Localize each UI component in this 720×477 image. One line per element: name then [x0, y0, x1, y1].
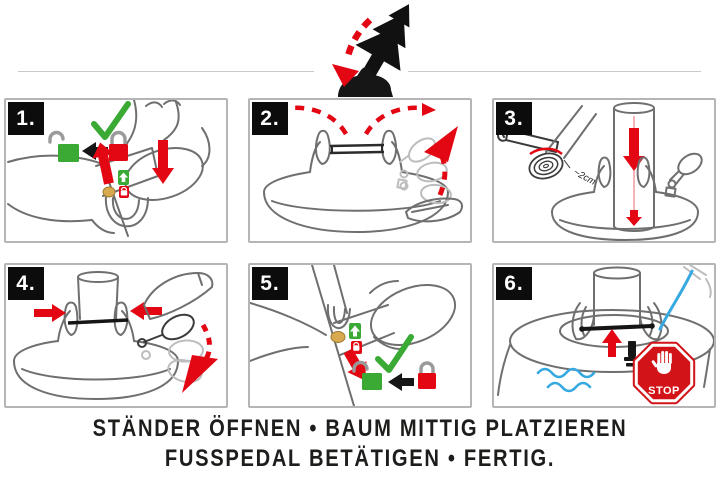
pedal-outline — [664, 152, 703, 198]
step-6-illustration: STOP — [497, 265, 714, 405]
hero-illustration — [332, 4, 410, 97]
step-5-panel: 5. — [248, 263, 472, 408]
clamp-icon — [571, 302, 663, 341]
water-waves-icon — [536, 367, 596, 393]
dashed-arrow-down-icon — [182, 323, 218, 393]
step-3-illustration: ~2cm — [497, 102, 703, 241]
closed-padlock-icon — [418, 361, 436, 389]
checkmark-icon — [91, 101, 131, 140]
step-1-illustration — [7, 100, 211, 237]
step-2-panel: 2. — [248, 98, 472, 243]
checkmark-icon — [375, 334, 414, 373]
dashed-arrow-right-icon — [364, 103, 436, 136]
stop-sign-label: STOP — [648, 385, 680, 397]
stop-sign-icon: STOP — [632, 341, 696, 405]
foot-outline — [369, 280, 457, 350]
step-3-number: 3. — [496, 102, 532, 135]
tree-stand-outline — [263, 129, 449, 233]
step-1-panel: 1. — [4, 98, 228, 243]
pedal-ghost-positions — [396, 137, 452, 205]
cut-line-icon — [529, 147, 563, 156]
step-4-illustration — [13, 271, 218, 400]
bowl-outline — [497, 309, 714, 396]
water-stream-icon — [658, 269, 694, 331]
trunk-diagonal-outline — [545, 105, 597, 159]
measure-tick — [563, 159, 571, 169]
step-2-illustration — [263, 103, 463, 233]
trunk-slice-icon — [528, 152, 564, 180]
cut-depth-label: ~2cm — [572, 167, 598, 188]
arrow-inward-left-icon — [34, 304, 66, 322]
arrow-down-icon — [623, 128, 645, 171]
step-5-number: 5. — [252, 267, 288, 300]
pedal-icon — [137, 313, 195, 348]
step-6-panel: 6. — [492, 263, 716, 408]
pedal-button-icon — [330, 331, 346, 343]
tree-stand-outline — [551, 156, 699, 241]
caption-line-1: STÄNDER ÖFFNEN • BAUM MITTIG PLATZIEREN — [92, 415, 628, 442]
arrow-down-icon — [152, 140, 174, 184]
open-padlock-icon — [48, 130, 79, 162]
arrow-up-icon — [92, 142, 114, 185]
step-6-number: 6. — [496, 267, 532, 300]
open-padlock-icon — [352, 360, 382, 390]
curved-dashed-arrow-icon — [332, 17, 373, 87]
caption: STÄNDER ÖFFNEN • BAUM MITTIG PLATZIEREN … — [0, 414, 720, 474]
arrow-left-icon — [388, 373, 414, 391]
divider-line-right — [408, 71, 701, 72]
stand-column-outline — [250, 265, 395, 406]
dashed-arrow-up-icon — [424, 126, 458, 196]
stand-housing-outline — [7, 147, 159, 237]
shoe-icon — [143, 272, 214, 320]
christmas-tree-icon — [355, 4, 410, 79]
tree-stand-icon — [338, 67, 393, 97]
arrow-left-icon — [82, 142, 108, 160]
arrow-down-small-icon — [626, 210, 642, 226]
hand-icon — [651, 351, 672, 374]
foot-pedal-outline — [405, 197, 463, 223]
step-3-panel: 3. — [492, 98, 716, 243]
step-4-number: 4. — [8, 267, 44, 300]
step-5-illustration — [250, 265, 457, 406]
pedal-release-badge-icons — [349, 323, 362, 354]
divider-line-left — [18, 71, 314, 72]
pedal-ghost-positions — [141, 339, 204, 383]
arrow-up-icon — [602, 329, 622, 357]
pedal-button-icon — [102, 186, 116, 198]
pedal-release-badge-icons — [102, 170, 129, 198]
step-1-number: 1. — [8, 102, 44, 135]
closed-padlock-icon — [109, 130, 128, 161]
tree-stand-outline — [13, 271, 179, 400]
step-4-panel: 4. — [4, 263, 228, 408]
step-2-number: 2. — [252, 102, 288, 135]
caption-line-2: FUSSPEDAL BETÄTIGEN • FERTIG. — [164, 445, 556, 472]
